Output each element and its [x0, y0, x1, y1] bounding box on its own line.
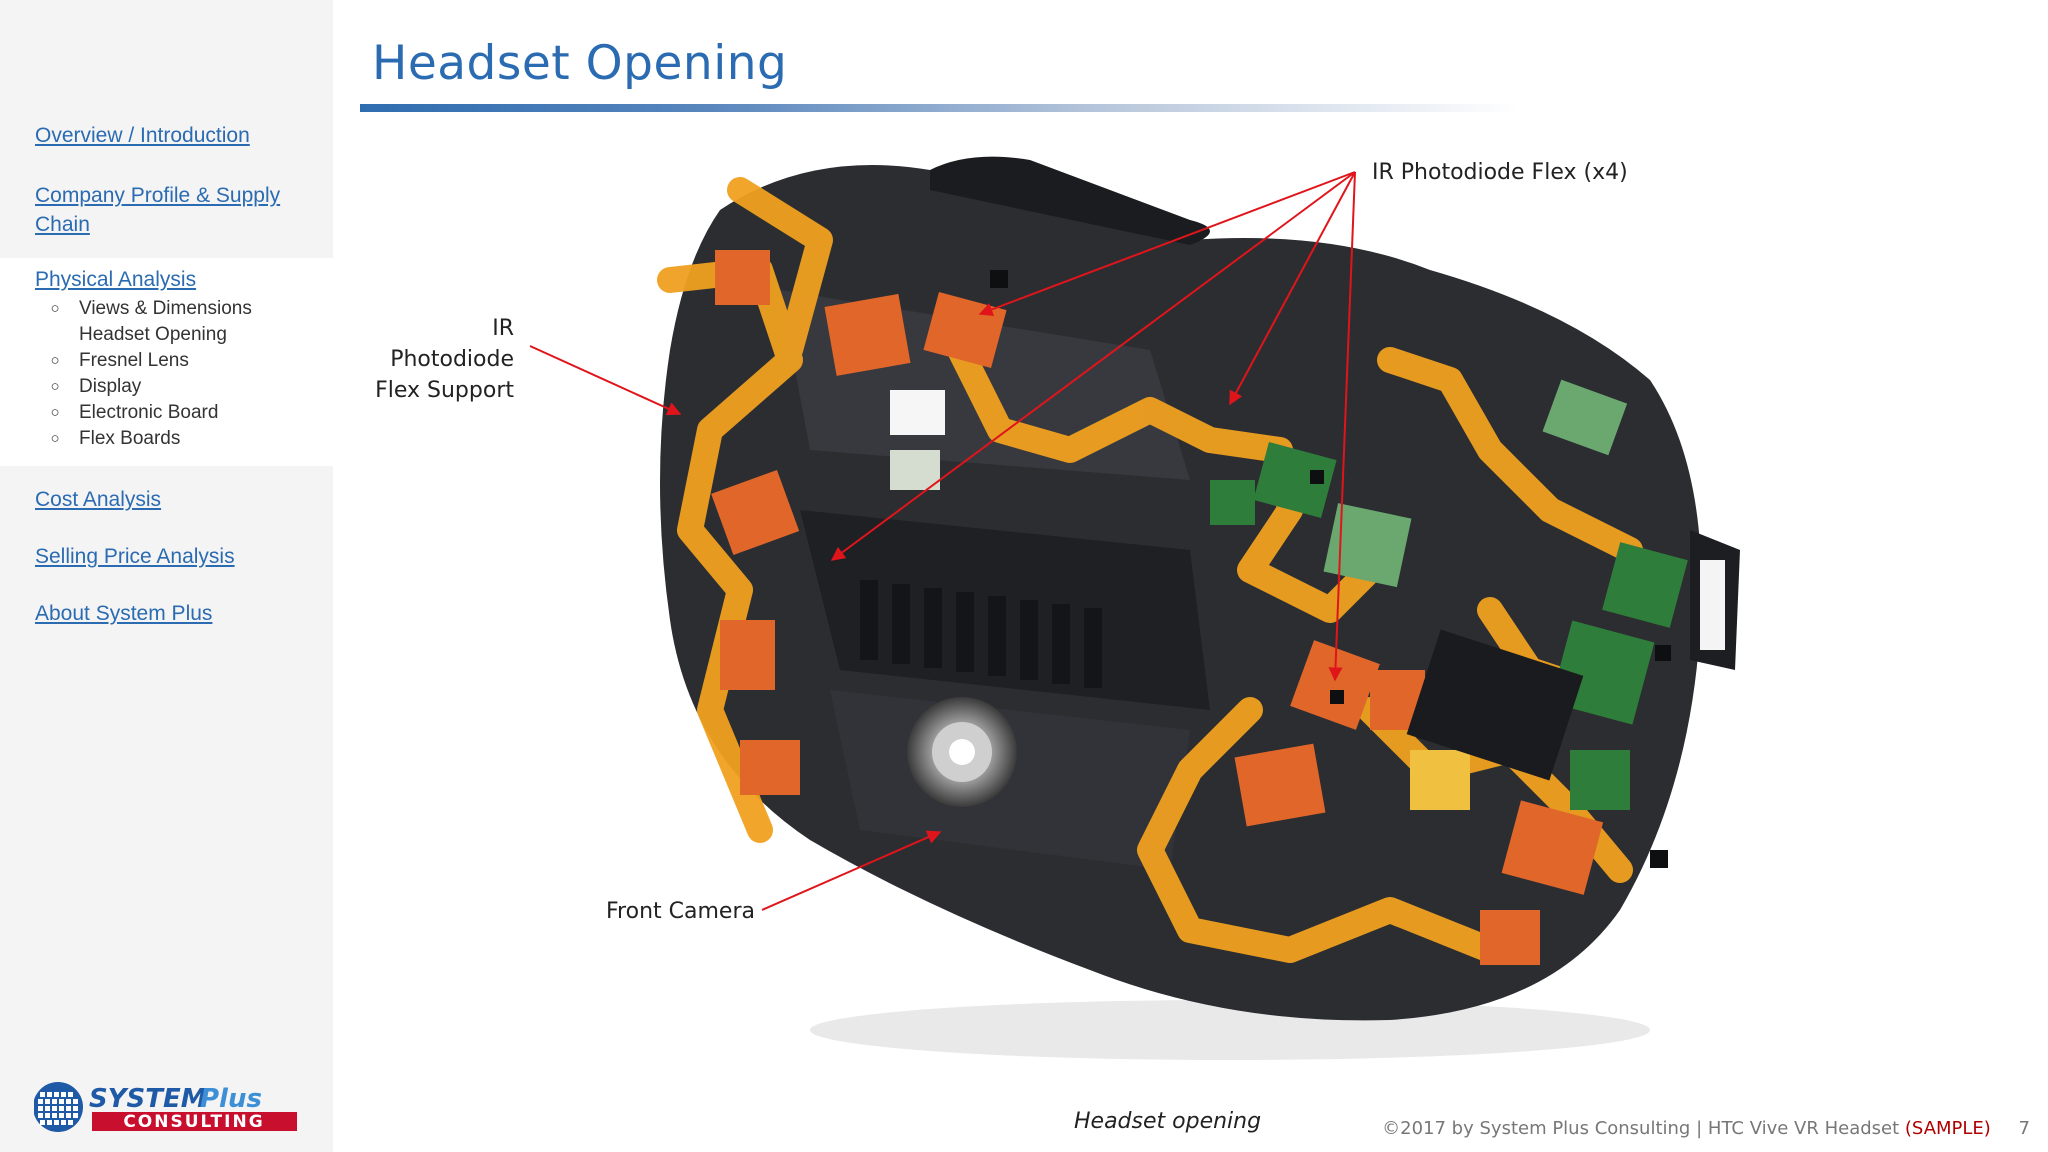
svg-text:CONSULTING: CONSULTING	[123, 1112, 264, 1132]
sub-item-label: Flex Boards	[79, 428, 181, 449]
label-ir-photodiode-flex: IR Photodiode Flex (x4)	[1372, 160, 1628, 185]
system-plus-logo: SYSTEM Plus CONSULTING	[34, 1082, 297, 1132]
sub-item-label: Display	[79, 376, 142, 397]
nav-link-physical-analysis[interactable]: Physical Analysis	[35, 268, 197, 291]
sub-item-flex-boards[interactable]: ○ Flex Boards	[48, 426, 252, 452]
label-front-camera: Front Camera	[606, 899, 755, 924]
sub-item-label: Headset Opening	[79, 324, 227, 345]
sidebar: Overview / Introduction Company Profile …	[0, 0, 333, 1152]
image-caption: Headset opening	[1074, 1109, 1262, 1134]
nav-link-selling-price[interactable]: Selling Price Analysis	[35, 545, 235, 568]
nav-link-overview[interactable]: Overview / Introduction	[35, 124, 250, 147]
nav-link-about[interactable]: About System Plus	[35, 602, 213, 625]
page-number: 7	[2018, 1118, 2030, 1139]
circle-bullet-icon: ○	[50, 300, 60, 317]
title-underline	[360, 104, 1520, 112]
sub-item-views-dimensions[interactable]: ○ Views & Dimensions	[48, 296, 252, 322]
active-section-highlight	[0, 258, 333, 466]
footer-sample-tag: (SAMPLE)	[1904, 1118, 1991, 1139]
label-line: Flex Support	[375, 378, 514, 403]
sub-item-label: Views & Dimensions	[79, 298, 252, 319]
footer-product: HTC Vive VR Headset	[1707, 1118, 1900, 1139]
svg-text:Plus: Plus	[200, 1084, 262, 1114]
circle-bullet-icon: ○	[50, 404, 60, 421]
sub-item-label: Fresnel Lens	[79, 350, 189, 371]
page-title: Headset Opening	[372, 36, 788, 91]
sub-item-display[interactable]: ○ Display	[48, 374, 252, 400]
label-line: IR Photodiode	[390, 316, 514, 372]
physical-analysis-sublist: ○ Views & Dimensions Headset Opening ○ F…	[48, 296, 252, 452]
circle-bullet-icon: ○	[50, 352, 60, 369]
nav-link-cost-analysis[interactable]: Cost Analysis	[35, 488, 162, 511]
sub-item-electronic-board[interactable]: ○ Electronic Board	[48, 400, 252, 426]
sub-item-fresnel-lens[interactable]: ○ Fresnel Lens	[48, 348, 252, 374]
circle-bullet-icon: ○	[50, 378, 60, 395]
footer-separator: |	[1696, 1118, 1703, 1139]
headset-opening-photo	[657, 156, 1740, 1060]
circle-bullet-icon: ○	[50, 430, 60, 447]
sub-item-headset-opening[interactable]: Headset Opening	[48, 322, 252, 348]
label-ir-photodiode-flex-support: IR Photodiode Flex Support	[368, 313, 514, 406]
svg-text:SYSTEM: SYSTEM	[89, 1084, 207, 1114]
nav-link-company-profile[interactable]: Company Profile & Supply Chain	[35, 184, 281, 236]
footer-copyright: ©2017 by System Plus Consulting	[1382, 1118, 1691, 1139]
footer: ©2017 by System Plus Consulting | HTC Vi…	[1382, 1118, 2030, 1139]
sub-item-label: Electronic Board	[79, 402, 219, 423]
